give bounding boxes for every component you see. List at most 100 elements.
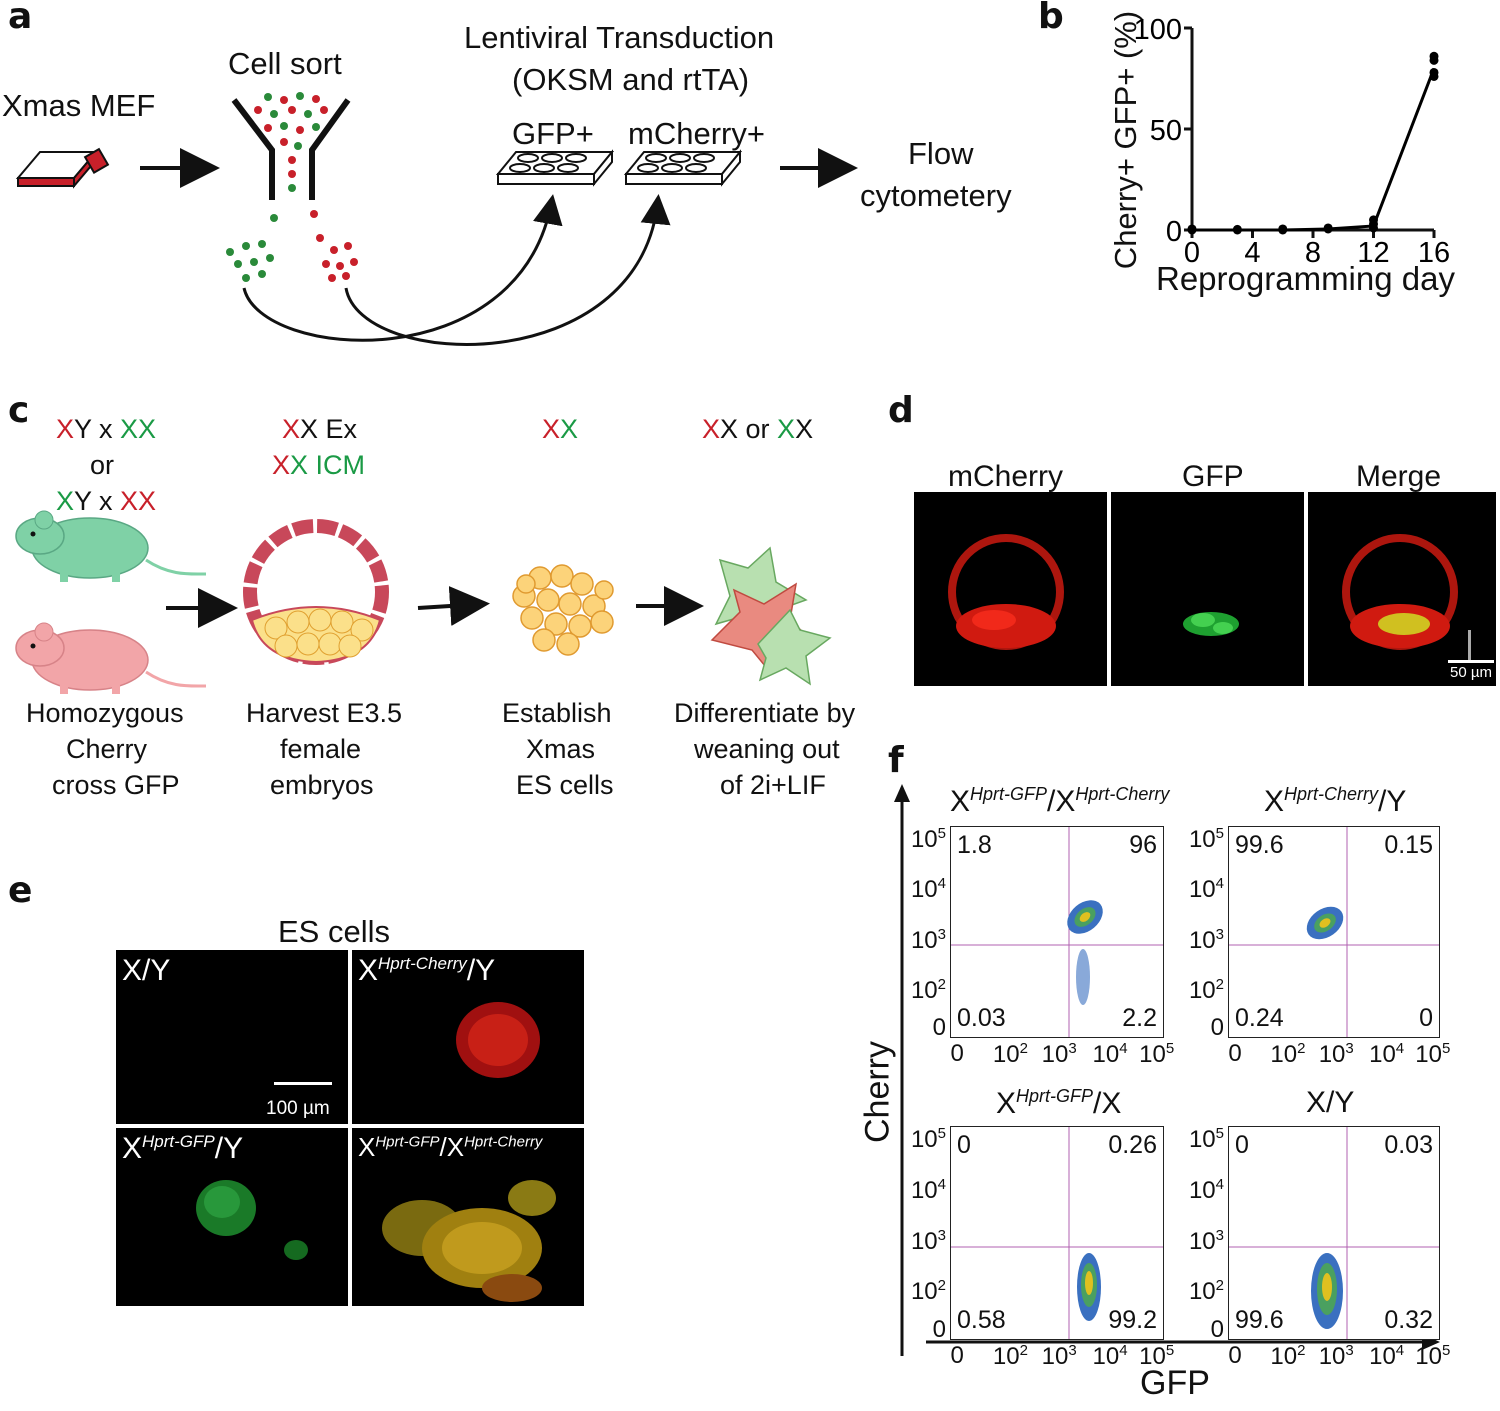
f-plot3-lr: 99.2: [1108, 1306, 1157, 1334]
f-x-tick-label: 102: [992, 1040, 1028, 1068]
f-y-tick-label: 102: [1188, 975, 1224, 1004]
genotype-es: XX: [542, 414, 579, 444]
panel-label-b: b: [1038, 0, 1064, 37]
culture-flask-icon: [15, 147, 110, 189]
f-x-tick-label: 105: [1415, 1040, 1451, 1068]
chart-y-tick-label: 0: [1166, 216, 1182, 248]
mcherry-plus-label: mCherry+: [628, 116, 765, 151]
cross-or: or: [90, 450, 115, 480]
e-scale-label: 100 µm: [266, 1098, 330, 1119]
arrow-red-to-mcherry-plate: [344, 194, 671, 346]
f-x-tick-label: 105: [1415, 1342, 1451, 1370]
gfp-plus-label: GFP+: [512, 116, 594, 151]
f-plot1-lr: 2.2: [1122, 1004, 1157, 1032]
f-plot3-ll: 0.58: [957, 1306, 1006, 1334]
green-mouse-icon: [15, 510, 207, 582]
f-y-tick-label: 103: [910, 1226, 946, 1255]
d-gfp-image: [1111, 492, 1304, 686]
f-plot2-ur: 0.15: [1384, 831, 1433, 859]
step3-line3: ES cells: [516, 770, 614, 800]
f-y-tick-label: 104: [1188, 875, 1224, 904]
f-plot3-ur: 0.26: [1108, 1131, 1157, 1159]
step1-line2: Cherry: [66, 734, 148, 764]
f-plot1-ul: 1.8: [957, 831, 992, 859]
flow-label-line1: Flow: [908, 136, 974, 171]
e-dual-label: XHprt-GFP/XHprt-Cherry: [358, 1132, 543, 1162]
f-y-tick-label: 105: [910, 1124, 946, 1153]
f-plot3: 0 0.26 0.58 99.2: [950, 1126, 1164, 1340]
f-x-axis-label: GFP: [1140, 1364, 1210, 1402]
e-scale-bar: [274, 1082, 332, 1085]
f-y-tick-label: 0: [932, 1315, 946, 1343]
f-x-tick-label: 102: [1270, 1040, 1306, 1068]
e-dual-image: XHprt-GFP/XHprt-Cherry: [352, 1128, 584, 1306]
f-x-tick-label: 102: [1270, 1342, 1306, 1370]
d-scale-label: 50 µm: [1450, 664, 1492, 681]
chart-x-tick-label: 12: [1357, 237, 1389, 269]
chart-y-tick-label: 50: [1150, 115, 1182, 147]
cross-2: XY x XX: [56, 486, 157, 516]
xmas-mef-label: Xmas MEF: [2, 88, 156, 123]
genotype-icm: XX ICM: [272, 450, 366, 480]
e-title: ES cells: [278, 914, 390, 949]
cross-1: XY x XX: [56, 414, 157, 444]
f-plot1: 1.8 96 0.03 2.2: [950, 826, 1164, 1038]
step1-line3: cross GFP: [52, 770, 180, 800]
pink-mouse-icon: [15, 622, 207, 694]
arrow-green-to-gfp-plate: [242, 194, 563, 342]
arrow-c2: [417, 586, 490, 626]
funnel-icon: [231, 98, 351, 200]
f-x-tick-label: 0: [950, 1040, 964, 1067]
chart-data-point: [1232, 224, 1242, 234]
e-cherry-y-image: XHprt-Cherry/Y: [352, 950, 584, 1124]
lentiviral-label-line1: Lentiviral Transduction: [464, 20, 775, 55]
f-x-tick-label: 103: [1041, 1040, 1077, 1068]
step2-line1: Harvest E3.5: [246, 698, 403, 728]
f-plot3-ul: 0: [957, 1131, 971, 1159]
f-y-tick-label: 0: [1210, 1013, 1224, 1041]
panel-label-a: a: [8, 0, 33, 37]
panel-label-d: d: [888, 390, 914, 431]
f-y-tick-label: 103: [910, 925, 946, 954]
e-xy-label: X/Y: [122, 954, 171, 987]
f-x-tick-label: 0: [1228, 1040, 1242, 1067]
chart-y-tick-label: 100: [1134, 14, 1182, 46]
d-mcherry-image: [914, 492, 1107, 686]
blastocyst-icon: [243, 519, 389, 665]
chart-data-point: [1369, 215, 1378, 225]
f-y-tick-label: 0: [1210, 1315, 1224, 1343]
f-y-tick-label: 103: [1188, 925, 1224, 954]
chart-data-point: [1429, 67, 1439, 77]
chart-data-point: [1187, 224, 1197, 234]
f-x-tick-label: 104: [1369, 1342, 1405, 1370]
f-x-tick-label: 103: [1318, 1342, 1354, 1370]
f-x-tick-label: 103: [1318, 1040, 1354, 1068]
f-plot1-title: XHprt-GFP/XHprt-Cherry: [950, 784, 1170, 818]
f-x-tick-label: 0: [950, 1342, 964, 1369]
f-plot2-title: XHprt-Cherry/Y: [1264, 784, 1407, 818]
f-y-tick-label: 104: [1188, 1175, 1224, 1204]
step1-line1: Homozygous: [26, 698, 184, 728]
f-x-tick-label: 102: [992, 1342, 1028, 1370]
chart-data-point: [1323, 223, 1333, 233]
f-plot2-lr: 0: [1419, 1004, 1433, 1032]
e-xy-image: X/Y 100 µm: [116, 950, 348, 1124]
chart-x-tick-label: 4: [1244, 237, 1260, 269]
es-cell-cluster-icon: [512, 564, 614, 656]
f-y-tick-label: 102: [910, 975, 946, 1004]
chart-data-point: [1278, 224, 1288, 234]
step2-line2: female: [280, 734, 362, 764]
f-y-tick-label: 105: [1188, 824, 1224, 853]
f-y-tick-label: 103: [1188, 1226, 1224, 1255]
chart-x-tick-label: 0: [1184, 237, 1200, 269]
f-plot4: 0 0.03 99.6 0.32: [1228, 1126, 1440, 1340]
f-plot1-ll: 0.03: [957, 1004, 1006, 1032]
mcherry-plate-icon: [623, 149, 743, 187]
f-x-tick-label: 105: [1139, 1040, 1175, 1068]
flow-label-line2: cytometery: [860, 178, 1012, 213]
e-cherry-y-label: XHprt-Cherry/Y: [358, 954, 496, 987]
f-x-tick-label: 104: [1092, 1342, 1128, 1370]
step4-line2: weaning out: [694, 734, 840, 764]
